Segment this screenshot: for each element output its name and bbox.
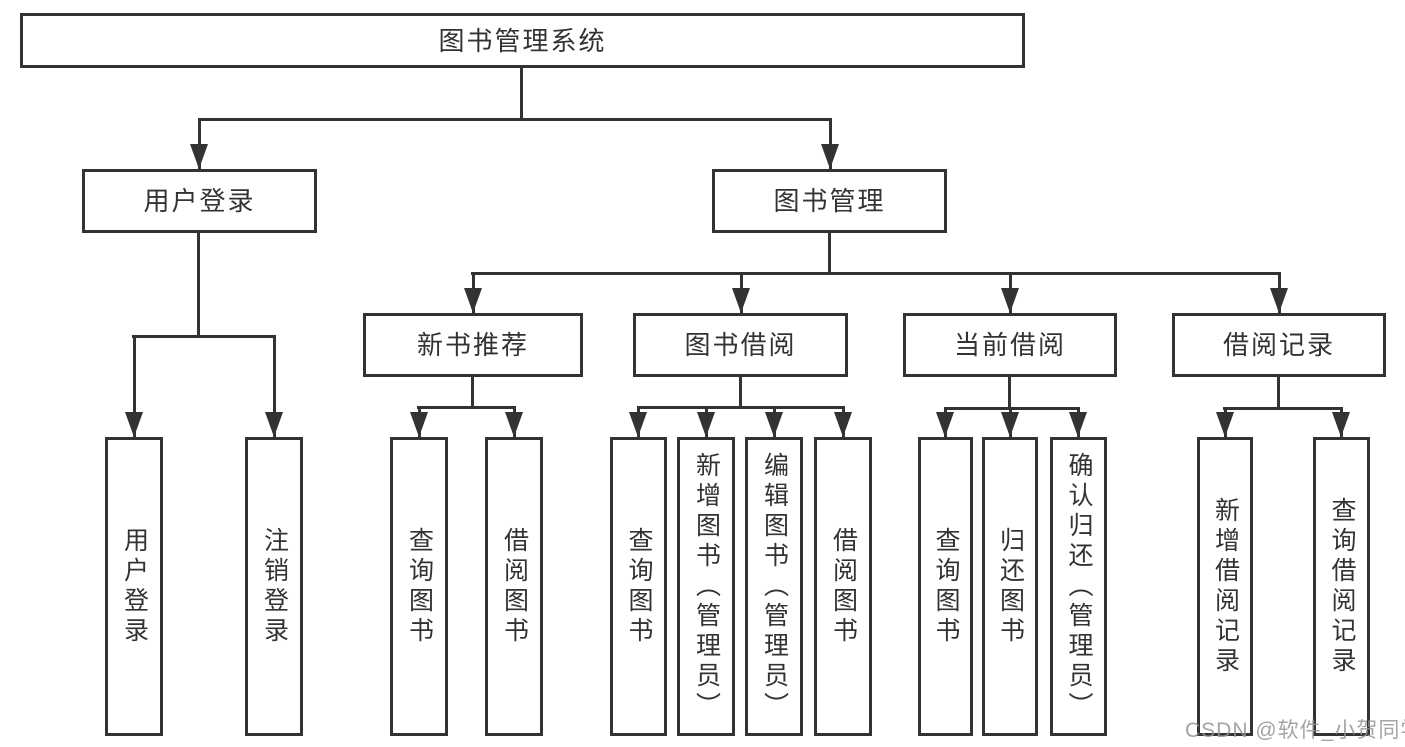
connector-cb-drop: [1008, 377, 1011, 407]
leaf-br-query-record: 查询借阅记录: [1313, 437, 1370, 736]
connector-level1-rail: [198, 118, 832, 121]
connector-root-drop: [520, 68, 523, 118]
leaf-bb-add-books-label: 新增图书（管理员）: [692, 451, 721, 722]
leaf-bb-borrow-books-label: 借阅图书: [829, 526, 858, 647]
leaf-nb-borrow-books: 借阅图书: [485, 437, 543, 736]
leaf-br-query-record-label: 查询借阅记录: [1328, 496, 1356, 677]
connector-cb-rail: [944, 407, 1080, 410]
node-current-borrow: 当前借阅: [903, 313, 1117, 377]
connector-management-drop: [828, 233, 831, 272]
leaf-bb-edit-books: 编辑图书（管理员）: [745, 437, 803, 736]
connector-br-drop: [1277, 377, 1280, 407]
connector-nb-rail: [417, 406, 516, 409]
leaf-logout: 注销登录: [245, 437, 303, 736]
node-new-book-recommend: 新书推荐: [363, 313, 583, 377]
leaf-bb-add-books: 新增图书（管理员）: [677, 437, 735, 736]
node-root: 图书管理系统: [20, 13, 1025, 68]
leaf-cb-return-books: 归还图书: [982, 437, 1038, 736]
leaf-bb-edit-books-label: 编辑图书（管理员）: [760, 451, 789, 722]
leaf-cb-confirm-return: 确认归还（管理员）: [1050, 437, 1107, 736]
leaf-br-add-record: 新增借阅记录: [1197, 437, 1253, 736]
leaf-bb-query-books-label: 查询图书: [625, 526, 653, 647]
node-current-borrow-label: 当前借阅: [953, 330, 1066, 360]
node-borrow-records: 借阅记录: [1172, 313, 1386, 377]
leaf-nb-borrow-books-label: 借阅图书: [500, 526, 529, 647]
connector-login-drop: [197, 233, 200, 335]
node-root-label: 图书管理系统: [438, 25, 607, 56]
csdn-watermark: CSDN @软件_小贺同学: [1185, 719, 1405, 742]
node-book-management: 图书管理: [712, 169, 947, 233]
connector-nb-drop: [471, 377, 474, 406]
connector-login-rail: [132, 335, 275, 338]
node-book-borrow-label: 图书借阅: [684, 330, 797, 360]
leaf-cb-return-books-label: 归还图书: [996, 526, 1025, 647]
connector-br-rail: [1223, 407, 1343, 410]
leaf-nb-query-books-label: 查询图书: [405, 526, 434, 647]
leaf-user-login: 用户登录: [105, 437, 163, 736]
leaf-cb-query-books-label: 查询图书: [932, 526, 960, 647]
node-book-management-label: 图书管理: [773, 186, 886, 216]
leaf-user-login-label: 用户登录: [120, 526, 149, 647]
leaf-cb-confirm-return-label: 确认归还（管理员）: [1065, 451, 1093, 722]
node-borrow-records-label: 借阅记录: [1222, 330, 1335, 360]
leaf-logout-label: 注销登录: [260, 526, 289, 647]
leaf-br-add-record-label: 新增借阅记录: [1211, 496, 1240, 677]
node-new-book-recommend-label: 新书推荐: [416, 330, 529, 360]
connector-bb-rail: [637, 406, 845, 409]
node-user-login: 用户登录: [82, 169, 317, 233]
connector-bb-drop: [739, 377, 742, 406]
node-user-login-label: 用户登录: [143, 186, 256, 216]
connector-level2-rail: [471, 272, 1281, 275]
leaf-bb-query-books: 查询图书: [610, 437, 667, 736]
leaf-cb-query-books: 查询图书: [918, 437, 973, 736]
node-book-borrow: 图书借阅: [633, 313, 848, 377]
leaf-nb-query-books: 查询图书: [390, 437, 448, 736]
leaf-bb-borrow-books: 借阅图书: [814, 437, 872, 736]
